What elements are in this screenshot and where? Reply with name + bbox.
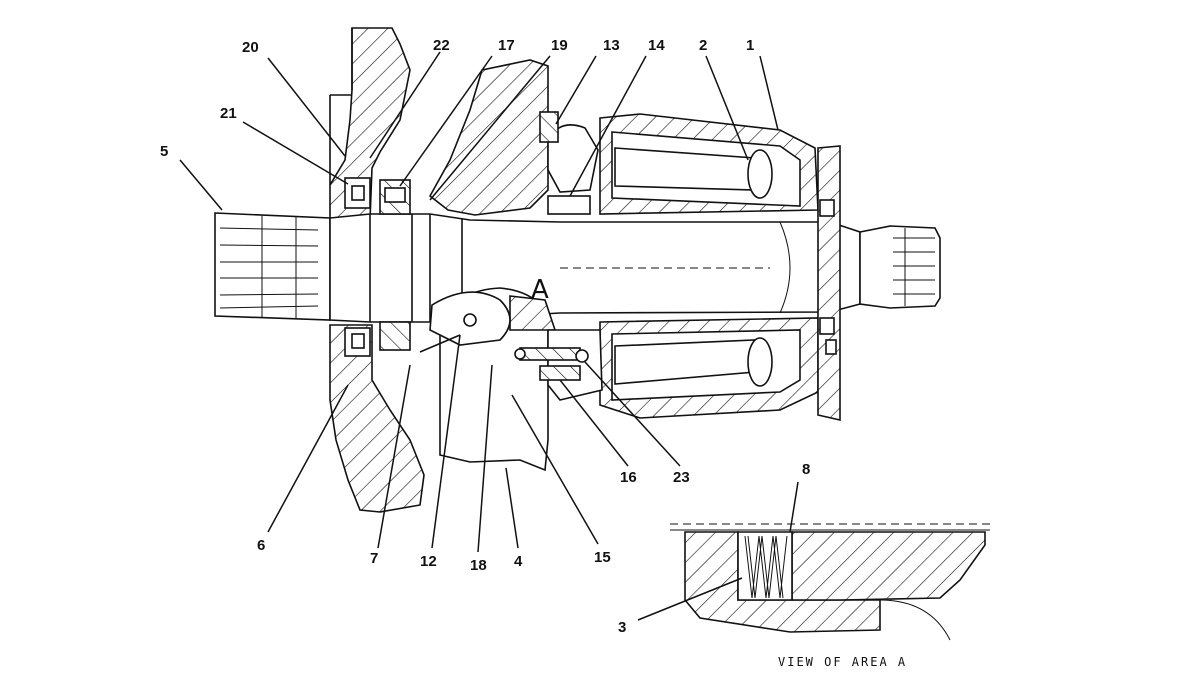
output-spline <box>859 225 941 309</box>
disc-spring-stack <box>744 535 788 599</box>
callout-18: 18 <box>470 557 487 574</box>
callout-15: 15 <box>594 549 611 566</box>
control-pin <box>514 347 589 381</box>
callout-6: 6 <box>257 537 265 554</box>
callout-5: 5 <box>160 143 168 160</box>
callout-23: 23 <box>673 469 690 486</box>
callout-8: 8 <box>802 461 810 478</box>
callout-20: 20 <box>242 39 259 56</box>
callout-12: 12 <box>420 553 437 570</box>
callout-13: 13 <box>603 37 620 54</box>
callout-3: 3 <box>618 619 626 636</box>
detail-view-area-a <box>670 523 990 641</box>
callout-19: 19 <box>551 37 568 54</box>
area-a-marker: A <box>531 275 549 305</box>
callout-21: 21 <box>220 105 237 122</box>
leader-lines <box>179 51 799 621</box>
callout-labels: 20 22 17 19 13 14 2 1 21 5 6 7 12 18 4 1… <box>160 37 810 636</box>
pistons <box>614 147 773 387</box>
swash-pivot <box>419 291 511 353</box>
callout-17: 17 <box>498 37 515 54</box>
callout-1: 1 <box>746 37 754 54</box>
callout-22: 22 <box>433 37 450 54</box>
mounting-flange <box>329 27 425 513</box>
drive-shaft <box>214 212 941 323</box>
callout-2: 2 <box>699 37 707 54</box>
callout-14: 14 <box>648 37 665 54</box>
callout-7: 7 <box>370 550 378 567</box>
detail-caption: VIEW OF AREA A <box>778 655 907 669</box>
front-bearing <box>344 177 411 357</box>
callout-4: 4 <box>514 553 523 570</box>
callout-16: 16 <box>620 469 637 486</box>
